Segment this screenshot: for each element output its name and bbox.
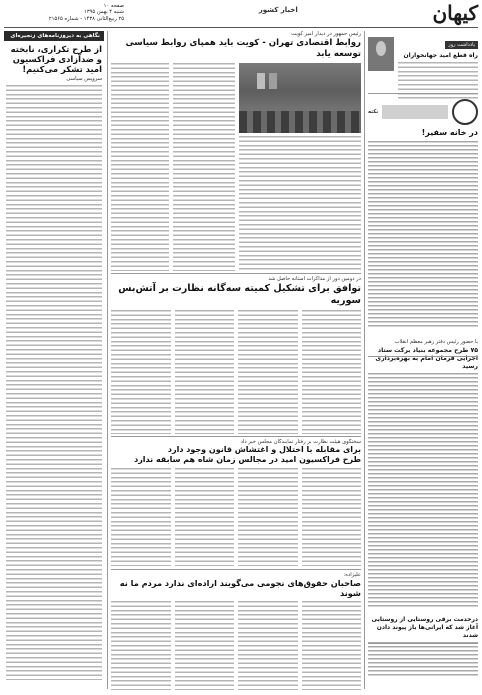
side-column: یادداشت روز راه قطع امید جهانخواران نکته… [368,31,478,691]
story-four-body-b [238,601,298,690]
op-intro [398,62,478,100]
divider [368,643,478,644]
story-two-body-d [111,310,171,434]
story-three-body-b [238,468,298,566]
flag-right [269,73,277,89]
divider [111,436,361,437]
opinion-subhead: سرویس سیاسی [66,76,102,82]
op-tag: یادداشت روز [445,41,478,49]
opinion-column: نگاهی به دیروزنامه‌های زنجیره‌ای از طرح … [4,31,104,691]
divider [107,31,108,689]
main-story-photo [239,63,361,133]
story-two-body-c [174,310,234,434]
main-story-headline: روابط اقتصادی تهران - کویت باید همپای رو… [125,38,361,59]
note-logo-icon [452,99,478,125]
opinion-box-title: نگاهی به دیروزنامه‌های زنجیره‌ای [4,31,104,41]
bottom-headline: درخدمت برقی روستایی از روستایی آغاز شد ک… [371,616,478,639]
divider [111,569,361,570]
story-two-body-a [301,310,361,434]
brief-kicker: با حضور رئیس دفتر رهبر معظم انقلاب [394,339,478,345]
story-two-body-b [238,310,298,434]
story-two: در دومین دور از مذاکرات آستانه حاصل شد ت… [111,276,361,434]
story-four: علیزاده: صاحبان حقوق‌های نجومی می‌گویند … [111,572,361,690]
story-three-body-c [174,468,234,566]
opinion-headline: از طرح تکراری، نابخته و ضدآزادی فراکسیون… [10,44,102,74]
main-story-body-c [111,63,169,271]
brief-body [368,373,478,608]
story-three: سخنگوی هیئت نظارت بر رفتار نمایندگان مجل… [111,439,361,567]
issue-line: ۲۵ ربیع‌الثانی ۱۴۳۸ - شماره ۲۱۵۶۵ [48,15,125,22]
photo-figures [239,111,361,133]
story-two-kicker: در دومین دور از مذاکرات آستانه حاصل شد [268,276,361,282]
main-story: رئیس جمهور در دیدار امیر کویت روابط اقتص… [111,31,361,271]
newspaper-logo: کیهان [432,1,478,25]
divider [111,273,361,274]
story-two-headline: توافق برای تشکیل کمیته سه‌گانه نظارت بر … [118,283,361,306]
opinion-body [6,85,102,680]
story-three-kicker: سخنگوی هیئت نظارت بر رفتار نمایندگان مجل… [240,439,361,445]
date-line: شنبه ۴ بهمن ۱۳۹۵ [84,9,125,16]
bottom-body [368,642,478,676]
story-four-body-a [301,601,361,690]
brief-headline: ۷۵ طرح مجموعه بنیاد برکت ستاد اجرایی فرم… [375,347,478,370]
story-four-kicker: علیزاده: [343,572,361,578]
divider [364,31,365,689]
divider [368,93,478,94]
main-story-kicker: رئیس جمهور در دیدار امیر کویت [291,31,361,37]
story-three-headline-1: برای مقابله با اختلال و اغتشاش قانون وجو… [167,445,361,454]
story-three-body-a [301,468,361,566]
masthead-rule [4,27,478,28]
masthead: کیهان اخبار کشور صفحه ۱۰ شنبه ۴ بهمن ۱۳۹… [4,1,478,25]
main-story-body-b [173,63,235,271]
note-body [368,141,478,327]
divider [368,356,478,357]
story-four-headline: صاحبان حقوق‌های نجومی می‌گویند اراده‌ای … [119,578,361,598]
story-four-body-c [174,601,234,690]
note-title: در خانه سفیر! [421,128,478,137]
page-number: صفحه ۱۰ [103,3,125,9]
story-three-headline-2: طرح فراکسیون امید در مجالس زمان شاه هم س… [134,455,361,464]
note-tag: نکته [368,109,379,115]
flag-left [257,73,265,89]
story-four-body-d [111,601,171,690]
note-banner [382,105,448,119]
issue-info: صفحه ۱۰ شنبه ۴ بهمن ۱۳۹۵ ۲۵ ربیع‌الثانی … [4,3,124,22]
op-author: راه قطع امید جهانخواران [403,52,478,59]
section-title: اخبار کشور [258,6,298,14]
main-story-body-a [239,136,361,271]
story-three-body-d [111,468,171,566]
author-photo [368,37,394,71]
